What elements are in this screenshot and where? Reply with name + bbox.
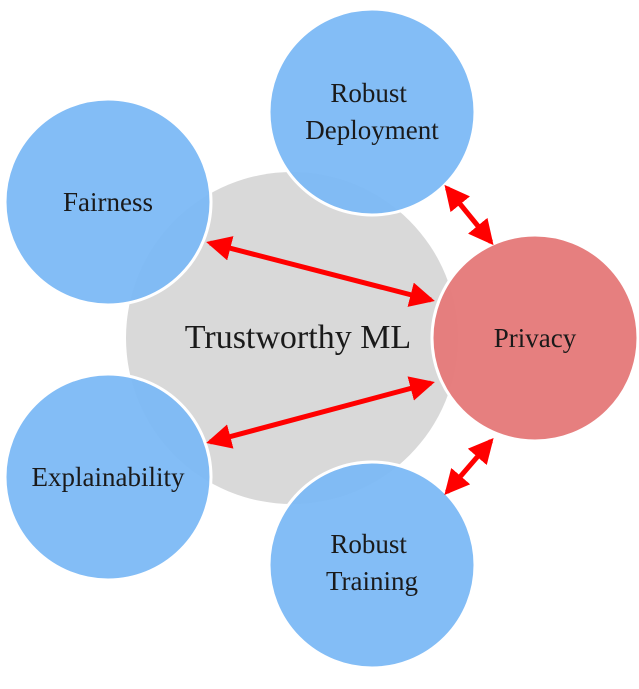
node-privacy: Privacy xyxy=(430,233,639,443)
center-label: Trustworthy ML xyxy=(185,319,411,356)
fairness-label: Fairness xyxy=(63,187,153,217)
robust-training-label-line-1: Robust xyxy=(330,529,407,559)
node-robust-training: Robust Training xyxy=(267,460,477,670)
arrow-privacy-robust-training xyxy=(444,437,494,496)
privacy-circle xyxy=(430,233,639,443)
arrow-privacy-robust-deployment xyxy=(444,184,494,246)
robust-deployment-label-line-1: Robust xyxy=(330,78,407,108)
robust-training-label: Robust Training xyxy=(326,529,418,596)
robust-deployment-circle xyxy=(267,7,477,217)
arrow-privacy-explainability xyxy=(206,376,435,449)
node-robust-deployment: Robust Deployment xyxy=(267,7,477,217)
explainability-label: Explainability xyxy=(32,462,185,492)
privacy-label-line-1: Privacy xyxy=(494,323,577,353)
node-explainability: Explainability xyxy=(3,372,213,582)
arrows xyxy=(206,184,494,496)
robust-deployment-label: Robust Deployment xyxy=(305,78,439,145)
robust-training-label-line-2: Training xyxy=(326,566,418,596)
privacy-label: Privacy xyxy=(494,323,577,353)
arrow-privacy-fairness xyxy=(206,236,435,307)
explainability-label-line-1: Explainability xyxy=(32,462,185,492)
explainability-circle xyxy=(3,372,213,582)
robust-training-circle xyxy=(267,460,477,670)
fairness-label-line-1: Fairness xyxy=(63,187,153,217)
fairness-circle xyxy=(3,97,213,307)
node-fairness: Fairness xyxy=(3,97,213,307)
robust-deployment-label-line-2: Deployment xyxy=(305,115,439,145)
